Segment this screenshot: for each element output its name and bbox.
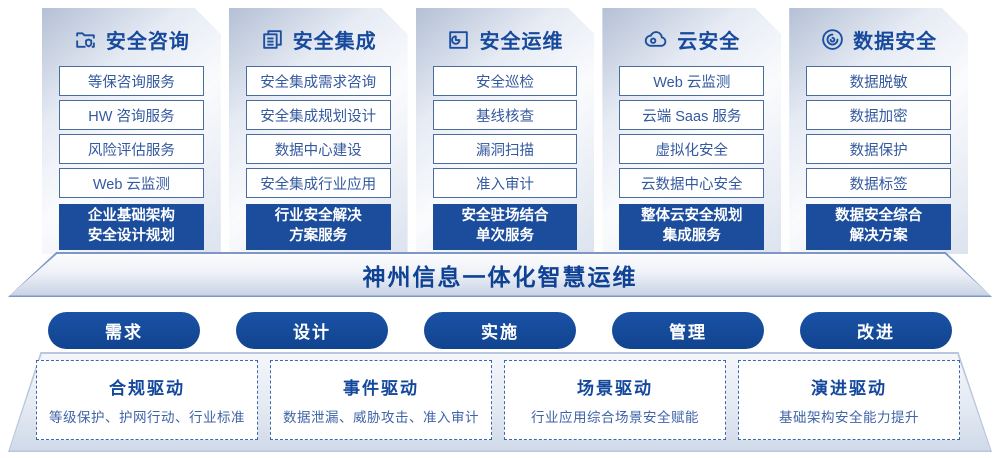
- column-title: 云安全: [677, 30, 741, 53]
- service-item: 漏洞扫描: [433, 134, 578, 164]
- column-data-security: 数据安全 数据脱敏 数据加密 数据保护 数据标签 数据安全综合 解决方案: [789, 8, 968, 254]
- banner-surface: 神州信息一体化智慧运维: [9, 253, 991, 296]
- phase-pill-implementation: 实施: [424, 312, 576, 349]
- column-security-integration: 安全集成 安全集成需求咨询 安全集成规划设计 数据中心建设 安全集成行业应用 行…: [229, 8, 408, 254]
- column-title: 安全集成: [292, 30, 377, 53]
- service-item: 数据中心建设: [246, 134, 391, 164]
- column-title: 安全咨询: [105, 30, 190, 53]
- driver-title: 事件驱动: [343, 379, 419, 398]
- service-item: 准入审计: [433, 168, 578, 198]
- column-cloud-security: 云安全 Web 云监测 云端 Saas 服务 虚拟化安全 云数据中心安全 整体云…: [602, 8, 781, 254]
- service-item: 基线核查: [433, 100, 578, 130]
- column-footer: 安全驻场结合 单次服务: [433, 204, 578, 250]
- driver-subtitle: 行业应用综合场景安全赋能: [531, 410, 699, 425]
- service-item: 数据脱敏: [806, 66, 951, 96]
- column-header: 安全集成: [246, 24, 391, 54]
- driver-subtitle: 等级保护、护网行动、行业标准: [49, 410, 245, 425]
- cloud-icon: [643, 27, 669, 52]
- banner-title: 神州信息一体化智慧运维: [362, 263, 638, 290]
- service-item: 风险评估服务: [59, 134, 204, 164]
- driver-subtitle: 基础架构安全能力提升: [779, 410, 919, 425]
- column-footer: 行业安全解决 方案服务: [246, 204, 391, 250]
- stacked-documents-icon: [260, 27, 285, 52]
- phase-pill-management: 管理: [612, 312, 764, 349]
- phase-pill-improvement: 改进: [800, 312, 952, 349]
- driver-incident: 事件驱动 数据泄漏、威胁攻击、准入审计: [270, 360, 492, 440]
- column-header: 安全咨询: [59, 24, 204, 54]
- column-footer: 企业基础架构 安全设计规划: [59, 204, 204, 250]
- service-item: Web 云监测: [619, 66, 764, 96]
- column-title: 数据安全: [853, 30, 938, 53]
- column-header: 数据安全: [806, 24, 951, 54]
- service-item: 数据加密: [806, 100, 951, 130]
- driver-compliance: 合规驱动 等级保护、护网行动、行业标准: [36, 360, 258, 440]
- service-item: 安全集成规划设计: [246, 100, 391, 130]
- service-item: 等保咨询服务: [59, 66, 204, 96]
- phase-pill-requirements: 需求: [48, 312, 200, 349]
- service-item: Web 云监测: [59, 168, 204, 198]
- column-security-consulting: 安全咨询 等保咨询服务 HW 咨询服务 风险评估服务 Web 云监测 企业基础架…: [42, 8, 221, 254]
- service-columns: 安全咨询 等保咨询服务 HW 咨询服务 风险评估服务 Web 云监测 企业基础架…: [42, 8, 968, 254]
- service-item: HW 咨询服务: [59, 100, 204, 130]
- column-security-operations: 安全运维 安全巡检 基线核查 漏洞扫描 准入审计 安全驻场结合 单次服务: [416, 8, 595, 254]
- column-footer: 整体云安全规划 集成服务: [619, 204, 764, 250]
- phase-pills-row: 需求 设计 实施 管理 改进: [48, 312, 952, 349]
- driver-subtitle: 数据泄漏、威胁攻击、准入审计: [283, 410, 479, 425]
- driver-title: 演进驱动: [811, 379, 887, 398]
- drivers-row: 合规驱动 等级保护、护网行动、行业标准 事件驱动 数据泄漏、威胁攻击、准入审计 …: [36, 360, 960, 440]
- folder-shield-icon: [73, 27, 98, 52]
- fingerprint-circle-icon: [820, 27, 845, 52]
- column-header: 安全运维: [433, 24, 578, 54]
- column-footer: 数据安全综合 解决方案: [806, 204, 951, 250]
- driver-title: 场景驱动: [577, 379, 653, 398]
- service-item: 安全集成行业应用: [246, 168, 391, 198]
- service-item: 数据标签: [806, 168, 951, 198]
- phase-pill-design: 设计: [236, 312, 388, 349]
- service-item: 安全集成需求咨询: [246, 66, 391, 96]
- banner-platform: 神州信息一体化智慧运维: [8, 252, 992, 297]
- folder-clock-icon: [446, 27, 471, 52]
- service-item: 安全巡检: [433, 66, 578, 96]
- column-title: 安全运维: [479, 30, 564, 53]
- service-item: 虚拟化安全: [619, 134, 764, 164]
- driver-title: 合规驱动: [109, 379, 185, 398]
- service-item: 云端 Saas 服务: [619, 100, 764, 130]
- driver-scenario: 场景驱动 行业应用综合场景安全赋能: [504, 360, 726, 440]
- column-header: 云安全: [619, 24, 764, 54]
- service-item: 数据保护: [806, 134, 951, 164]
- service-item: 云数据中心安全: [619, 168, 764, 198]
- driver-evolution: 演进驱动 基础架构安全能力提升: [738, 360, 960, 440]
